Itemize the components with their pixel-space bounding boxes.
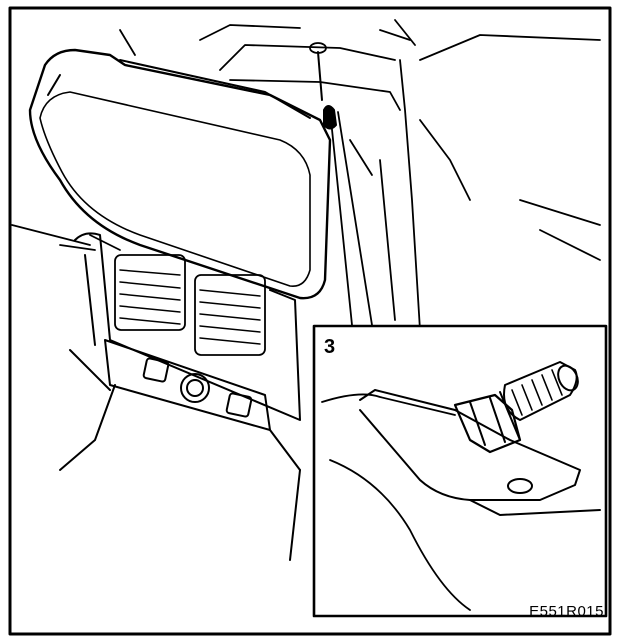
figure-code: E551R015 <box>529 603 604 620</box>
callout-leader-lines <box>329 109 373 326</box>
rear-air-vents <box>74 232 301 421</box>
outer-frame <box>8 6 612 636</box>
armrest <box>28 48 332 300</box>
callout-number: 3 <box>324 336 336 358</box>
control-panel <box>59 339 301 561</box>
console-background-lines <box>11 19 601 331</box>
stud-bolt <box>453 361 579 454</box>
detail-inset <box>312 324 608 618</box>
